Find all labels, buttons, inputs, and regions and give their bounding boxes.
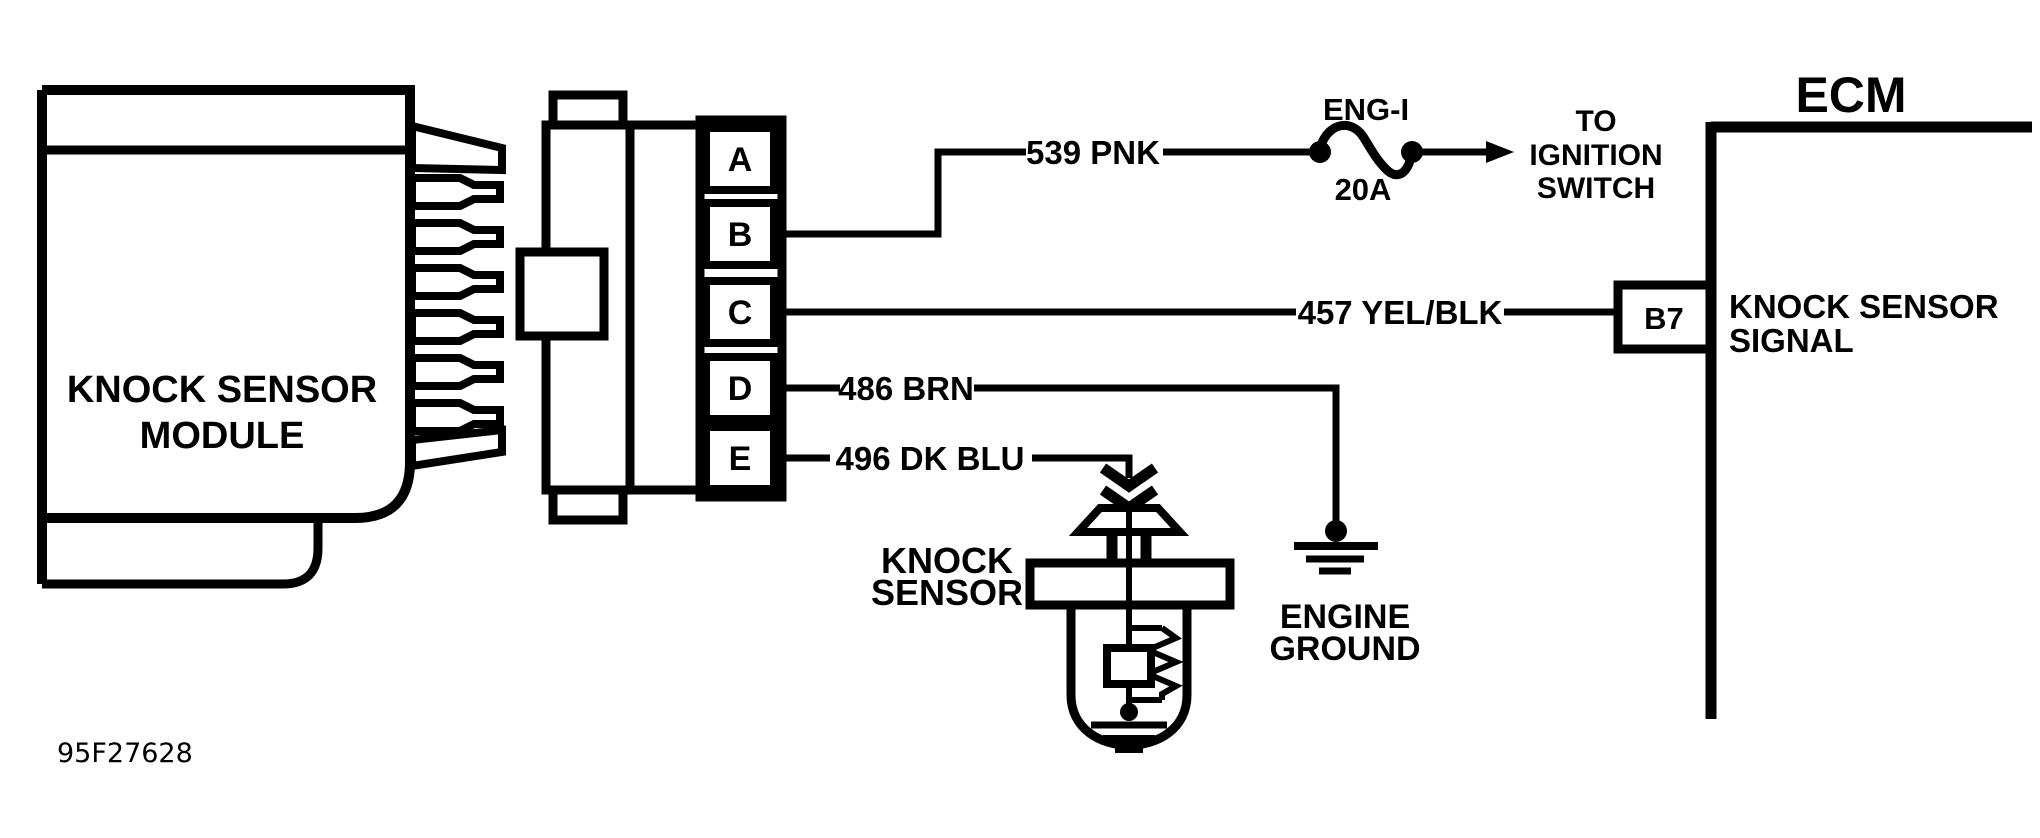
engine-ground-label-line2: GROUND: [1269, 630, 1420, 668]
knock-sensor: KNOCK SENSOR: [871, 463, 1235, 753]
ecm-signal-label-line2: SIGNAL: [1729, 322, 1854, 359]
fuse-terminal-dot: [1309, 141, 1331, 163]
terminal-c-label: C: [728, 294, 753, 332]
arrow-head-icon: [1486, 141, 1514, 163]
connector-top-tab: [548, 90, 628, 130]
sensor-body: [1066, 605, 1192, 750]
pin-blade: [408, 309, 504, 345]
ecm-terminal-b7-label: B7: [1644, 301, 1684, 336]
terminal-c-box: [702, 277, 778, 347]
wire-496-segment: [1032, 454, 1133, 478]
terminal-block: A B C D E: [695, 115, 787, 502]
ignition-label-line1: TO: [1575, 105, 1616, 138]
wire-496-dk-blu: 496 DK BLU: [782, 440, 1133, 478]
engine-ground-label-line1: ENGINE: [1280, 598, 1410, 636]
terminal-d-box: [702, 353, 778, 423]
knock-sensor-module: KNOCK SENSOR MODULE: [37, 85, 415, 589]
pin-blade: [408, 264, 504, 300]
sensor-piezo-element: [1103, 644, 1155, 688]
wire-457-yel-blk: 457 YEL/BLK: [782, 294, 1618, 331]
fuse-element-wave: [1315, 120, 1417, 180]
terminal-d-label: D: [728, 370, 753, 408]
fuse-rating-label: 20A: [1335, 172, 1392, 207]
pin-blade: [408, 399, 504, 435]
ignition-switch-feed: TO IGNITION SWITCH: [1422, 105, 1663, 205]
fuse-eng-i: ENG-I 20A: [1309, 92, 1423, 207]
pin-blade: [408, 354, 504, 390]
ground-junction-dot: [1325, 520, 1347, 542]
wire-457-label: 457 YEL/BLK: [1298, 294, 1503, 331]
terminal-a-box: [702, 124, 778, 194]
engine-ground: ENGINE GROUND: [1269, 520, 1421, 668]
ignition-label-line3: SWITCH: [1537, 172, 1655, 205]
wire-539-segment: [782, 148, 1026, 238]
knock-sensor-label-line2: SENSOR: [871, 572, 1023, 613]
wire-486-segment: [974, 384, 1340, 521]
module-base-tab: [42, 518, 323, 589]
knock-sensor-label-line1: KNOCK: [881, 540, 1013, 581]
module-label-line2: MODULE: [140, 415, 305, 457]
terminal-b-label: B: [728, 216, 753, 254]
sensor-resistor-zigzag: [1140, 625, 1184, 700]
ecm-terminal-b7-box: [1613, 280, 1715, 354]
figure-id: 95F27628: [57, 738, 193, 769]
wire-486-label: 486 BRN: [838, 370, 974, 407]
pin-blade: [408, 219, 504, 255]
ecm: ECM B7 KNOCK SENSOR SIGNAL: [1613, 67, 2032, 719]
terminal-a-label: A: [728, 141, 753, 179]
fuse-name-label: ENG-I: [1323, 92, 1409, 127]
module-label-line1: KNOCK SENSOR: [67, 369, 377, 411]
connector-latch: [515, 247, 609, 341]
pin-finger-top: [408, 120, 506, 175]
pin-blade: [408, 174, 504, 210]
ignition-label-line2: IGNITION: [1529, 139, 1662, 172]
terminal-e-box: [702, 423, 778, 493]
pin-finger-bottom: [408, 425, 506, 471]
ecm-signal-label-line1: KNOCK SENSOR: [1729, 288, 1999, 325]
wire-486-brn: 486 BRN: [782, 370, 1340, 521]
sensor-ground-dot: [1120, 703, 1138, 721]
wire-496-label: 496 DK BLU: [836, 440, 1025, 477]
connector-body-rear: [625, 120, 705, 495]
terminal-e-label: E: [729, 440, 752, 478]
terminal-b-box: [702, 199, 778, 269]
wire-539-pnk: 539 PNK: [782, 134, 1311, 238]
module-pins: [408, 120, 506, 471]
wire-539-label: 539 PNK: [1026, 134, 1160, 171]
ecm-title: ECM: [1795, 67, 1906, 123]
harness-connector: [515, 90, 705, 525]
connector-chevron-icon: [1099, 463, 1159, 493]
